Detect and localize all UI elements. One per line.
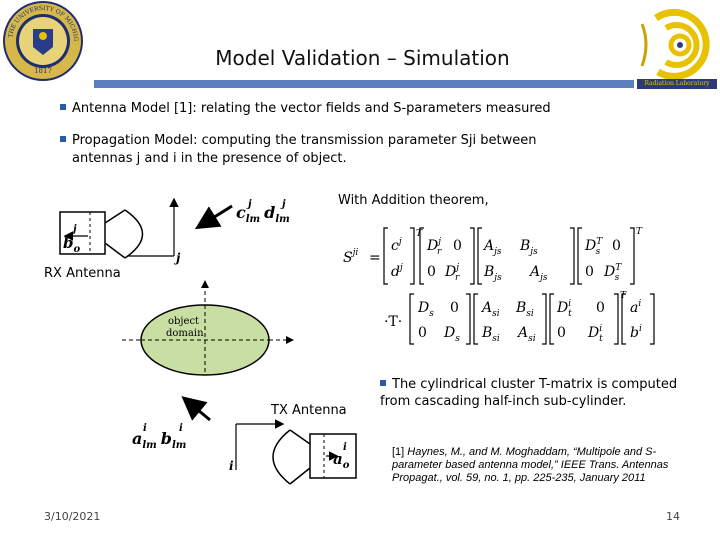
eq-equals: = <box>369 250 381 266</box>
university-seal-logo: 1817 THE UNIVERSITY OF MICHIGAN <box>2 0 83 81</box>
radiation-laboratory-logo <box>640 8 710 80</box>
reference-text: Haynes, M., and M. Moghaddam, “Multipole… <box>392 446 669 484</box>
rx-port-superscript: j <box>71 224 77 235</box>
lab-caption: Radiation Laboratory <box>637 79 717 89</box>
bullet-text: The cylindrical cluster T-matrix is comp… <box>380 377 678 409</box>
eq-zero-1: 0 <box>453 238 462 254</box>
eq-Ds-1: Ds <box>417 300 434 319</box>
bullet-square-icon <box>60 104 66 110</box>
eq-a-i: ai <box>630 299 641 316</box>
eq-B-si-2: Bsi <box>481 325 500 344</box>
eq-B-si-1: Bsi <box>515 300 534 319</box>
rx-axis-label: j <box>174 251 181 265</box>
eq-Ds-2: Ds <box>443 325 460 344</box>
bullet-text-continued: antennas j and i in the presence of obje… <box>72 151 347 166</box>
eq-zero-3: 0 <box>427 264 436 280</box>
bullet-text: Propagation Model: computing the transmi… <box>72 133 537 148</box>
reference-citation: [1] Haynes, M., and M. Moghaddam, “Multi… <box>392 446 692 485</box>
rx-antenna-label: RX Antenna <box>44 266 121 281</box>
object-label-line1: object <box>168 316 199 327</box>
bullet-propagation-model: Propagation Model: computing the transmi… <box>60 132 620 168</box>
slide-number: 14 <box>666 510 680 523</box>
eq-c: cj <box>391 237 402 254</box>
eq-T-sup-2: T <box>636 227 643 237</box>
eq-lhs: Sji <box>343 248 358 266</box>
bullet-antenna-model: Antenna Model [1]: relating the vector f… <box>60 100 680 118</box>
slide-date: 3/10/2021 <box>44 510 101 523</box>
tx-port-superscript: i <box>343 442 347 453</box>
eq-zero-2: 0 <box>612 238 621 254</box>
bullet-square-icon <box>60 136 66 142</box>
reference-number: [1] <box>392 446 405 458</box>
eq-B-js-2: Bjs <box>483 264 502 283</box>
tx-port-symbol: ao <box>333 450 350 471</box>
eq-dot-T: ·T· <box>384 314 402 330</box>
seal-year: 1817 <box>34 67 52 75</box>
eq-A-js-1: Ajs <box>482 238 502 257</box>
rx-coef-sup-c: j <box>246 199 252 210</box>
tx-axis-label: i <box>229 459 234 473</box>
bullet-tmatrix: The cylindrical cluster T-matrix is comp… <box>380 376 690 410</box>
eq-zero-6: 0 <box>596 300 605 316</box>
object-label-line2: domain <box>166 328 204 339</box>
addition-theorem-label: With Addition theorem, <box>338 193 489 208</box>
eq-zero-7: 0 <box>418 325 427 341</box>
eq-zero-4: 0 <box>585 264 594 280</box>
eq-T-sup-1: T <box>416 229 423 239</box>
eq-A-js-2: Ajs <box>528 264 548 283</box>
eq-zero-8: 0 <box>557 325 566 341</box>
rx-port-symbol: bo <box>63 234 81 255</box>
tx-antenna-label: TX Antenna <box>271 403 347 418</box>
tx-coef-sup-b: i <box>179 423 183 434</box>
tx-coef-sup-a: i <box>143 423 147 434</box>
bullet-square-icon <box>380 380 386 386</box>
bullet-text: Antenna Model [1]: relating the vector f… <box>72 101 551 116</box>
rx-coef-sup-d: j <box>280 199 286 210</box>
object-domain-diagram: object domain <box>122 280 294 376</box>
eq-T-sup-3: T <box>620 291 627 301</box>
eq-b-i: bi <box>630 324 642 341</box>
eq-A-si-1: Asi <box>480 300 500 319</box>
eq-B-js-1: Bjs <box>519 238 538 257</box>
slide-title: Model Validation – Simulation <box>215 46 510 70</box>
eq-zero-5: 0 <box>450 300 459 316</box>
eq-A-si-2: Asi <box>516 325 536 344</box>
eq-d: dj <box>391 263 403 280</box>
title-rule <box>94 80 634 88</box>
